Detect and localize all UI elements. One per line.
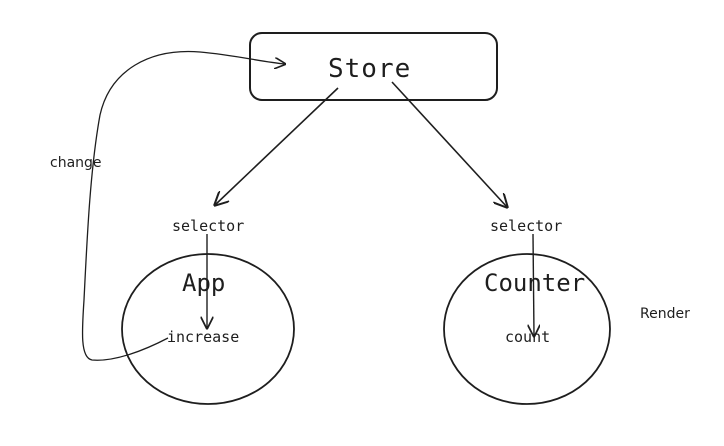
change-loop-arrow: [81, 50, 285, 361]
selector-to-count-arrow: [533, 233, 534, 336]
app-node-label: App: [182, 269, 226, 297]
render-label: Render: [640, 306, 690, 322]
app-selector-label: selector: [172, 217, 245, 235]
count-label: count: [505, 328, 551, 346]
store-node-label: Store: [328, 54, 412, 84]
store-to-app-arrow: [215, 87, 339, 205]
counter-node-label: Counter: [484, 269, 586, 297]
increase-label: increase: [167, 328, 240, 346]
app-circle: [121, 253, 295, 405]
counter-circle: [443, 253, 611, 405]
counter-selector-label: selector: [490, 217, 563, 235]
change-label: change: [50, 155, 102, 171]
store-box: [249, 32, 498, 101]
store-to-counter-arrow: [391, 81, 507, 207]
